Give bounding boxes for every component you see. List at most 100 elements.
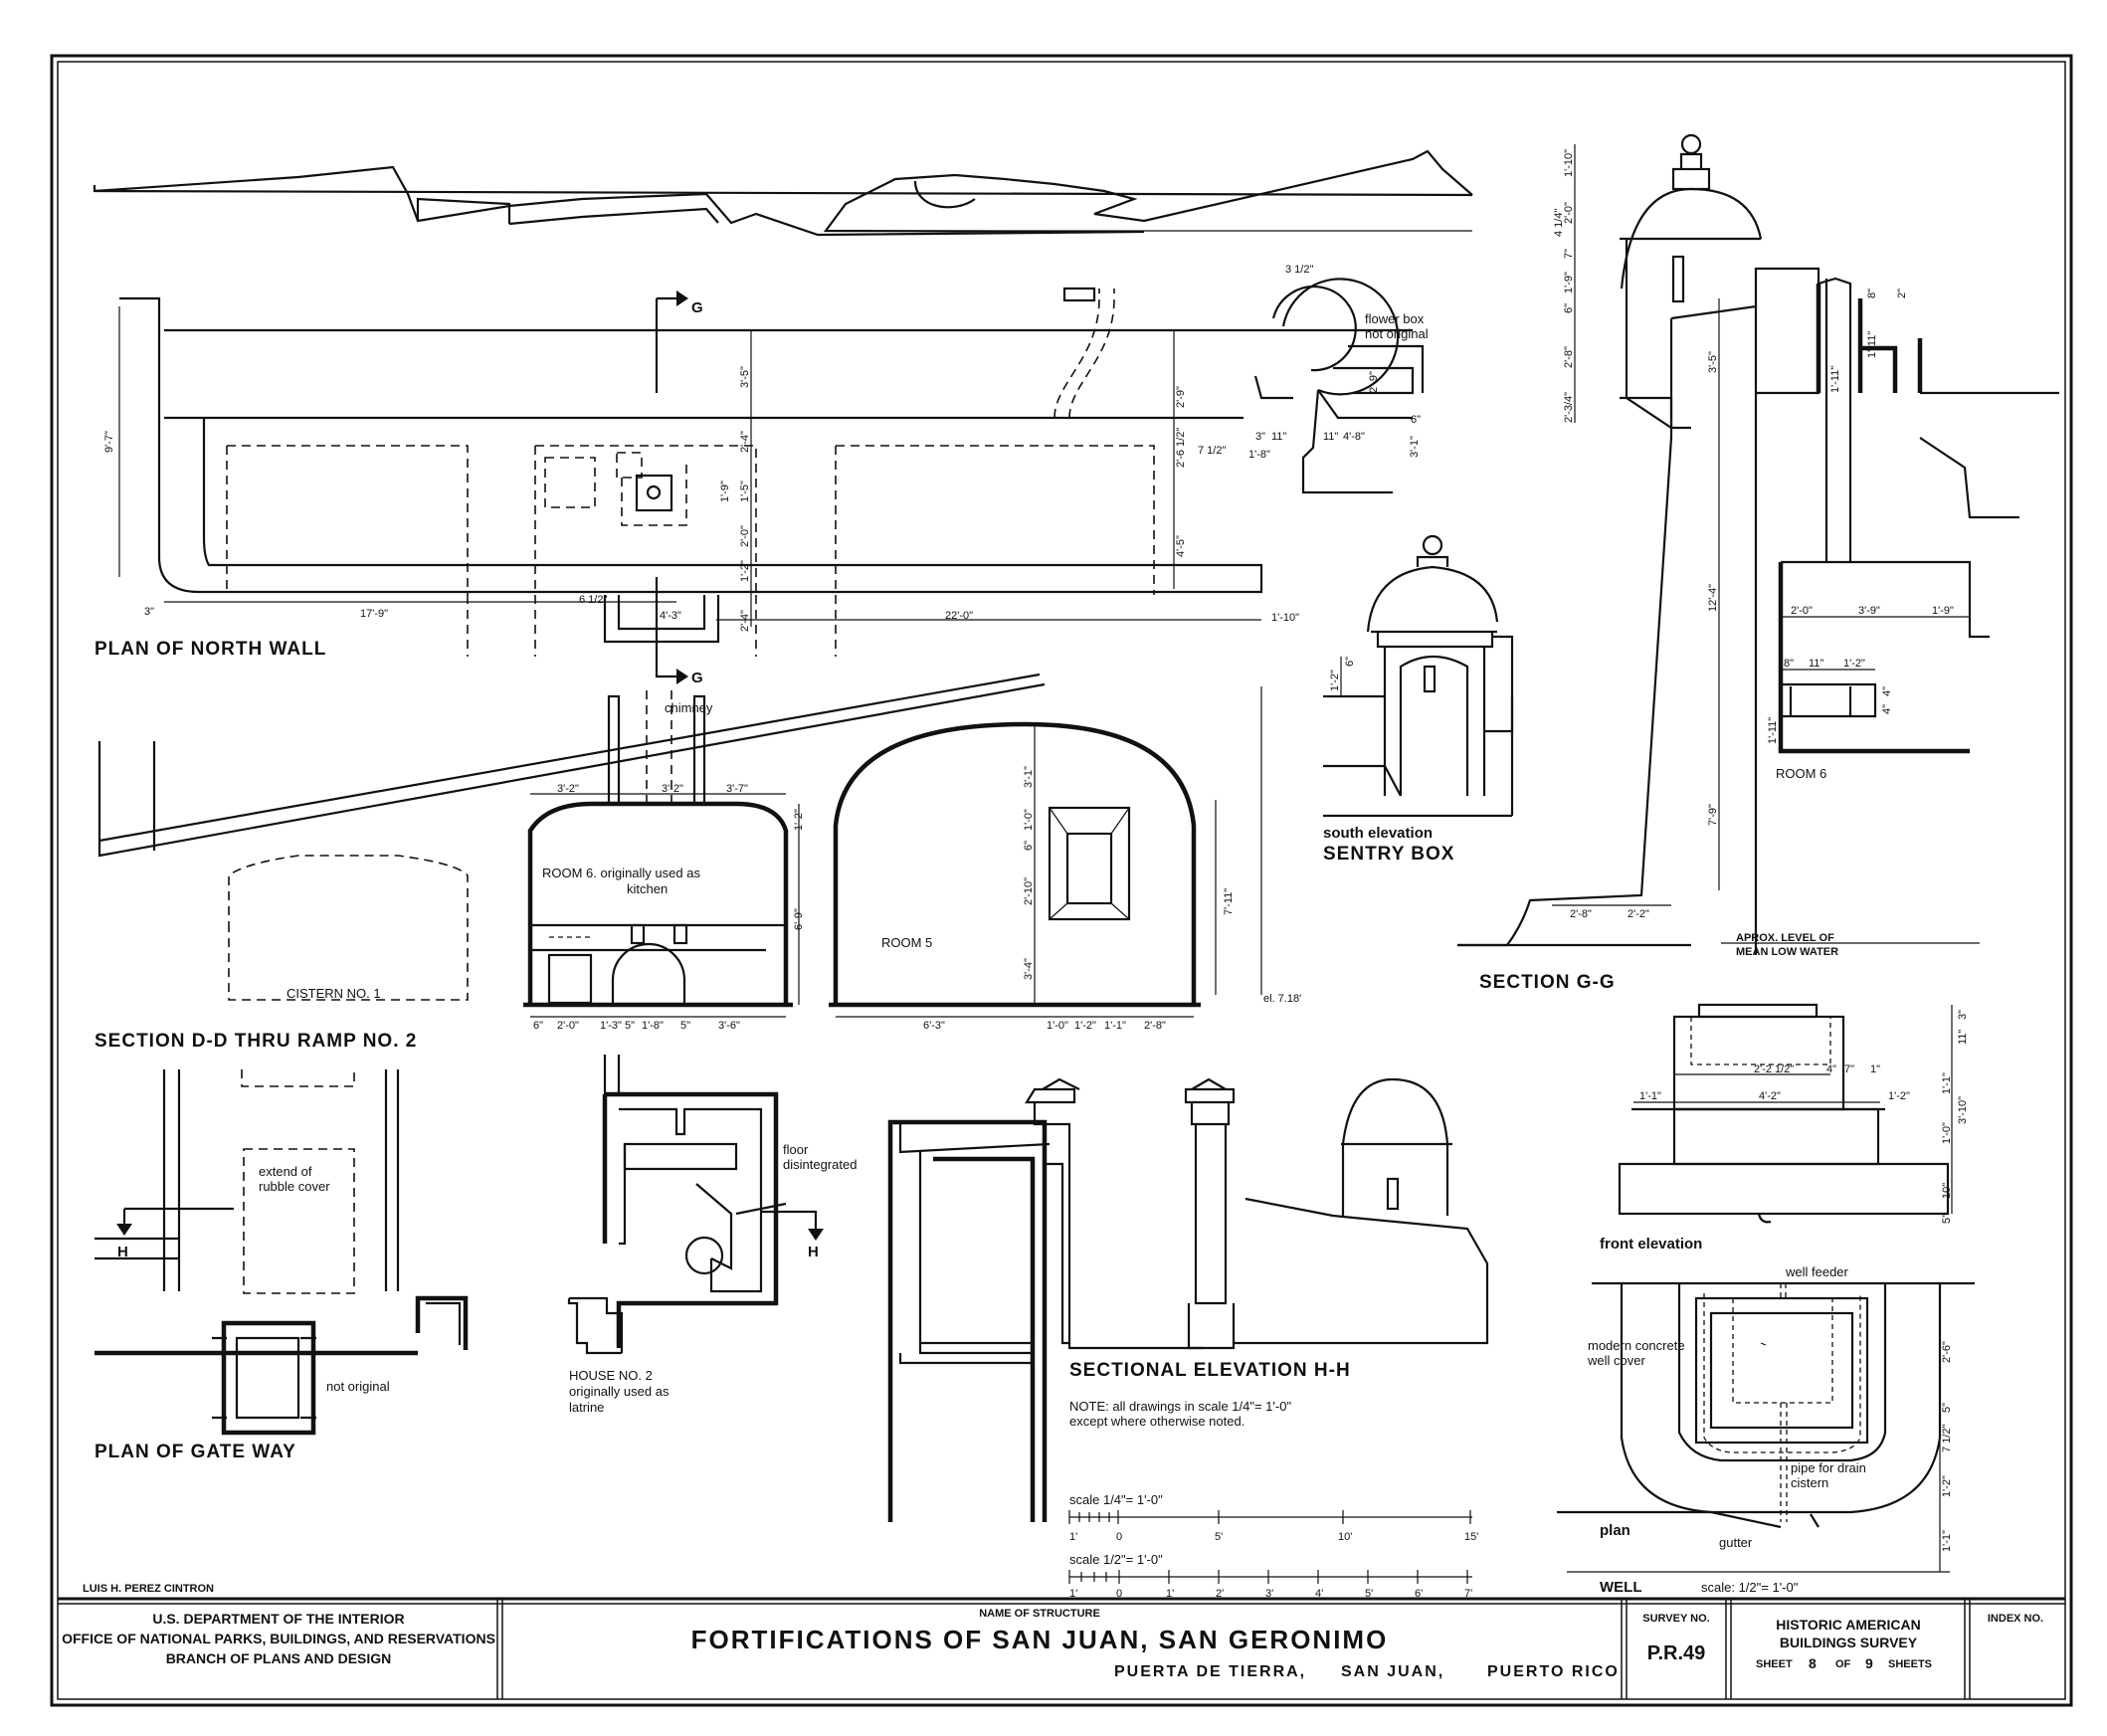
svg-text:2'-8": 2'-8" xyxy=(1144,1020,1166,1032)
svg-text:1'-2": 1'-2" xyxy=(1074,1020,1096,1032)
well-scale-note: scale: 1/2"= 1'-0" xyxy=(1701,1580,1799,1595)
section-gg xyxy=(1457,133,2059,955)
section-g-marker-bottom: G xyxy=(691,670,703,686)
survey-number: P.R.49 xyxy=(1647,1642,1706,1664)
sentry-box-caption: south elevation xyxy=(1323,825,1433,842)
svg-text:11": 11" xyxy=(1809,658,1823,670)
svg-text:10": 10" xyxy=(1941,1183,1953,1199)
concrete-cover-label-2: well cover xyxy=(1587,1353,1645,1368)
svg-text:22'-0": 22'-0" xyxy=(945,610,973,622)
svg-text:1'-11": 1'-11" xyxy=(1866,331,1878,358)
floor-disintegrated-label-2: disintegrated xyxy=(783,1157,857,1172)
svg-text:4'-2": 4'-2" xyxy=(1759,1090,1781,1102)
svg-text:5": 5" xyxy=(1941,1214,1953,1224)
svg-text:1'-0": 1'-0" xyxy=(1023,809,1035,831)
svg-text:2'-0": 2'-0" xyxy=(1563,202,1575,224)
room6-plan-label: ROOM 6 xyxy=(1776,766,1826,781)
svg-text:1'-10": 1'-10" xyxy=(1271,612,1299,624)
extend-rubble-label: extend of xyxy=(259,1164,312,1179)
skyline-profile xyxy=(93,149,1473,237)
svg-text:4'-5": 4'-5" xyxy=(1175,535,1187,557)
flower-box-label-2: not original xyxy=(1365,326,1429,341)
svg-text:6 1/2": 6 1/2" xyxy=(579,594,607,606)
well-front-dimensions: 3" 11" 1'-1" 3'-10" 1'-0" 10" 5" 2'-2 1/… xyxy=(1639,1010,1969,1224)
floor-disintegrated-label: floor xyxy=(783,1142,809,1157)
svg-text:6": 6" xyxy=(1563,303,1575,313)
svg-text:9'-7": 9'-7" xyxy=(103,431,115,453)
svg-text:2'-6": 2'-6" xyxy=(1941,1341,1953,1363)
svg-text:3 1/2": 3 1/2" xyxy=(1285,264,1313,276)
section-g-marker-top: G xyxy=(691,299,703,316)
well-feeder-label: well feeder xyxy=(1785,1264,1849,1279)
house-2-label-3: latrine xyxy=(569,1400,604,1415)
sheet-total: 9 xyxy=(1865,1655,1873,1671)
svg-text:3'-1": 3'-1" xyxy=(1409,436,1421,458)
index-caption: INDEX NO. xyxy=(1988,1613,2043,1625)
location-2: SAN JUAN, xyxy=(1341,1663,1444,1680)
svg-text:1'-1": 1'-1" xyxy=(1639,1090,1661,1102)
house-2-label: HOUSE NO. 2 xyxy=(569,1368,653,1383)
svg-text:3'-9": 3'-9" xyxy=(1858,605,1880,617)
svg-text:3": 3" xyxy=(1957,1010,1969,1020)
chimney-label: chimney xyxy=(665,700,713,715)
location-1: PUERTA DE TIERRA, xyxy=(1114,1663,1306,1680)
svg-text:7": 7" xyxy=(1563,249,1575,259)
pipe-drain-label: pipe for drain xyxy=(1791,1460,1866,1475)
house-2-label-2: originally used as xyxy=(569,1384,670,1399)
svg-text:11": 11" xyxy=(1323,431,1338,443)
svg-text:5": 5" xyxy=(625,1020,635,1032)
svg-text:1'-2": 1'-2" xyxy=(1843,658,1865,670)
scale-1-tick-4: 15' xyxy=(1464,1531,1478,1543)
room6-kitchen-label-2: kitchen xyxy=(627,881,668,896)
svg-text:4'-8": 4'-8" xyxy=(1343,431,1365,443)
sentry-dim-1-2: 1'-2" xyxy=(1329,670,1341,691)
svg-text:6": 6" xyxy=(533,1020,543,1032)
gutter-label: gutter xyxy=(1719,1535,1753,1550)
svg-text:6": 6" xyxy=(1023,841,1035,851)
svg-text:1'-2": 1'-2" xyxy=(739,560,751,582)
north-wall-plan xyxy=(118,278,1425,684)
svg-text:12'-4": 12'-4" xyxy=(1707,584,1719,612)
scale-2-tick-1: 0 xyxy=(1116,1588,1122,1600)
svg-text:3'-1": 3'-1" xyxy=(1023,766,1035,788)
house-2-plan xyxy=(567,1055,824,1355)
svg-text:3": 3" xyxy=(144,606,154,618)
scale-1-tick-1: 0 xyxy=(1116,1531,1122,1543)
well-plan-title: plan xyxy=(1600,1522,1630,1539)
sentry-box-title: SENTRY BOX xyxy=(1323,844,1454,865)
svg-text:2'-8": 2'-8" xyxy=(1563,346,1575,368)
scale-2-tick-5: 4' xyxy=(1315,1588,1323,1600)
dept-line-1: U.S. DEPARTMENT OF THE INTERIOR xyxy=(152,1611,404,1627)
svg-text:3'-6": 3'-6" xyxy=(718,1020,740,1032)
room5-label: ROOM 5 xyxy=(881,935,932,950)
svg-text:2'-0": 2'-0" xyxy=(739,525,751,547)
svg-text:5": 5" xyxy=(680,1020,690,1032)
svg-text:3'-10": 3'-10" xyxy=(1957,1096,1969,1124)
svg-text:1'-1": 1'-1" xyxy=(1941,1530,1953,1552)
not-original-label: not original xyxy=(326,1379,390,1394)
drawing-note: NOTE: all drawings in scale 1/4"= 1'-0" xyxy=(1069,1399,1291,1414)
svg-text:3'-2": 3'-2" xyxy=(557,783,579,795)
sheet-word: SHEET xyxy=(1756,1658,1793,1670)
svg-text:7'-9": 7'-9" xyxy=(1707,804,1719,826)
sheet-number: 8 xyxy=(1809,1655,1817,1671)
svg-text:2'-0": 2'-0" xyxy=(1791,605,1813,617)
delineator-name: LUIS H. PEREZ CINTRON xyxy=(83,1583,214,1595)
svg-text:3'-2": 3'-2" xyxy=(662,783,683,795)
svg-text:2'-10": 2'-10" xyxy=(1023,877,1035,905)
scale-1-tick-0: 1' xyxy=(1069,1531,1077,1543)
svg-text:11": 11" xyxy=(1957,1030,1969,1045)
svg-text:3": 3" xyxy=(1255,431,1265,443)
north-wall-plan-title: PLAN OF NORTH WALL xyxy=(95,639,326,660)
pipe-drain-label-2: cistern xyxy=(1791,1475,1828,1490)
elevation-mark: el. 7.18' xyxy=(1263,993,1301,1005)
scale-2-tick-8: 7' xyxy=(1464,1588,1472,1600)
scale-2-tick-0: 1' xyxy=(1069,1588,1077,1600)
svg-text:1'-10": 1'-10" xyxy=(1563,149,1575,177)
scale-2-tick-2: 1' xyxy=(1166,1588,1174,1600)
concrete-cover-label: modern concrete xyxy=(1588,1338,1685,1353)
location-3: PUERTO RICO xyxy=(1487,1663,1620,1680)
svg-text:5": 5" xyxy=(1941,1403,1953,1413)
svg-text:8": 8" xyxy=(1784,658,1794,670)
